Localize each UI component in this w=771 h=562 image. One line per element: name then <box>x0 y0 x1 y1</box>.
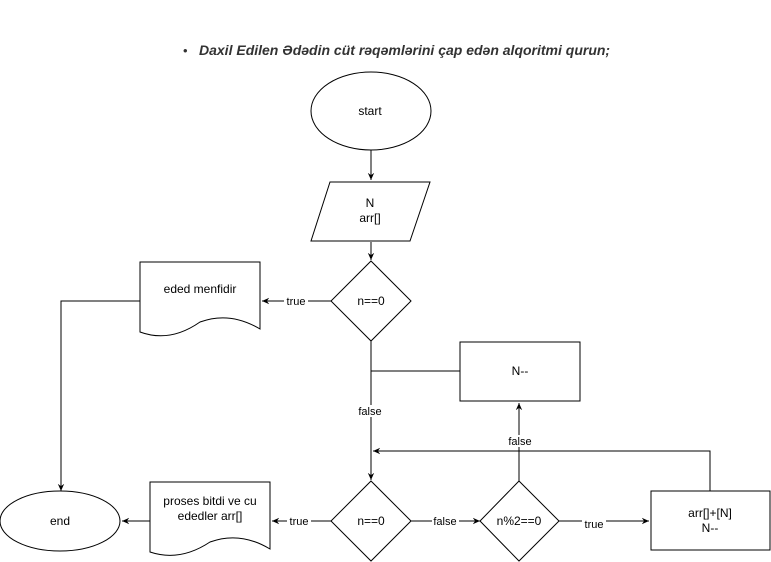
append-label-line1: arr[]+[N] <box>688 506 732 520</box>
input-label-line1: N <box>366 196 375 210</box>
input-node <box>310 181 431 242</box>
condition-node <box>330 480 412 562</box>
condition-label: n==0 <box>357 294 385 308</box>
label-cond2-true: true <box>290 516 309 528</box>
start-label: start <box>358 104 382 118</box>
input-label-line2: arr[] <box>359 211 380 225</box>
start-node <box>310 71 432 151</box>
document-node-done <box>149 481 271 556</box>
label-bg <box>357 405 384 417</box>
done-label-line2: ededler arr[] <box>178 509 243 523</box>
heading-bullet: • <box>183 43 188 58</box>
label-bg <box>284 295 308 307</box>
condition-label: n%2==0 <box>497 514 542 528</box>
condition-label: n==0 <box>357 514 385 528</box>
label-cond1-true: true <box>287 296 306 308</box>
label-cond2-false: false <box>433 516 456 528</box>
document-node-negative <box>139 261 261 337</box>
edge-negative-to-end <box>57 300 140 491</box>
label-bg <box>582 518 606 530</box>
condition-node <box>479 480 560 562</box>
done-label-line1: proses bitdi ve cu <box>163 494 256 508</box>
label-cond3-false: false <box>508 436 531 448</box>
label-cond3-true: true <box>585 519 604 531</box>
process-node-append <box>650 490 771 551</box>
edge-append-loop <box>373 447 711 491</box>
heading-text: Daxil Edilen Ədədin cüt rəqəmlərini çap … <box>199 42 611 58</box>
label-cond1-false: false <box>358 406 381 418</box>
process-node-decrement <box>459 341 581 402</box>
negative-label: eded menfidir <box>164 282 237 296</box>
label-bg <box>506 435 533 447</box>
label-bg <box>432 515 459 527</box>
condition-node <box>330 260 412 342</box>
append-label-line2: N-- <box>702 521 719 535</box>
end-node <box>0 490 121 552</box>
label-bg <box>287 515 311 527</box>
decrement-label: N-- <box>512 364 529 378</box>
end-label: end <box>50 514 70 528</box>
heading: • Daxil Edilen Ədədin cüt rəqəmlərini ça… <box>0 0 771 60</box>
